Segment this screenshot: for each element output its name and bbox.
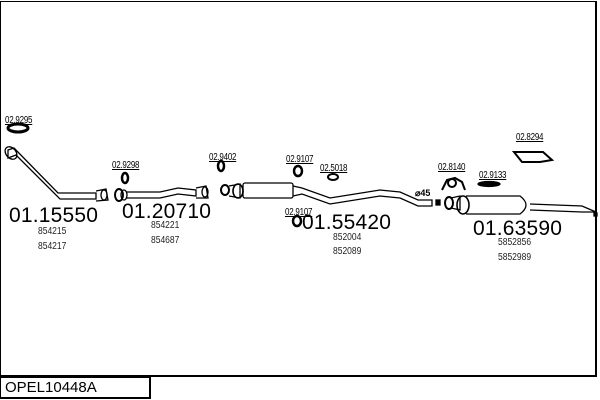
accessory-number[interactable]: 02.9107 (285, 207, 313, 218)
drawing-frame (0, 1, 597, 377)
bracket-icon[interactable] (441, 176, 466, 191)
oe-number: 852004 (333, 232, 362, 243)
gasket-icon[interactable] (6, 122, 30, 134)
accessory-number[interactable]: 02.5018 (320, 163, 348, 174)
diameter-label: ⌀45 (415, 188, 431, 198)
accessory-number[interactable]: 02.8140 (438, 162, 466, 173)
oe-number: 5852989 (498, 252, 532, 263)
rubber-ring-icon[interactable] (216, 159, 226, 173)
front-pipe-drawing[interactable] (3, 144, 109, 202)
diagram-code: OPEL10448A (0, 377, 151, 399)
part-number[interactable]: 01.15550 (9, 204, 99, 227)
clamp-icon[interactable] (327, 173, 339, 181)
accessory-number[interactable]: 02.9295 (5, 115, 33, 126)
part-number[interactable]: 01.20710 (122, 200, 212, 223)
oe-number: 852089 (333, 246, 362, 257)
rubber-ring-icon[interactable] (292, 164, 304, 178)
accessory-number[interactable]: 02.9133 (479, 170, 507, 181)
center-silencer-drawing[interactable] (220, 182, 433, 207)
rubber-ring-icon[interactable] (291, 214, 303, 228)
rubber-ring-icon[interactable] (120, 171, 130, 185)
mounting-strap-icon[interactable] (477, 180, 501, 188)
oe-number: 854221 (151, 220, 180, 231)
oe-number: 854687 (151, 235, 180, 246)
rear-silencer-drawing[interactable] (435, 195, 598, 217)
accessory-number[interactable]: 02.9298 (112, 160, 140, 171)
hanger-ring-icon[interactable] (511, 151, 555, 163)
part-number[interactable]: 01.63590 (473, 217, 563, 240)
part-number[interactable]: 01.55420 (302, 211, 392, 234)
accessory-number[interactable]: 02.8294 (516, 132, 544, 143)
oe-number: 854217 (38, 241, 67, 252)
intermediate-pipe-drawing[interactable] (114, 185, 209, 202)
oe-number: 5852856 (498, 237, 532, 248)
oe-number: 854215 (38, 226, 67, 237)
accessory-number[interactable]: 02.9402 (209, 152, 237, 163)
accessory-number[interactable]: 02.9107 (286, 154, 314, 165)
